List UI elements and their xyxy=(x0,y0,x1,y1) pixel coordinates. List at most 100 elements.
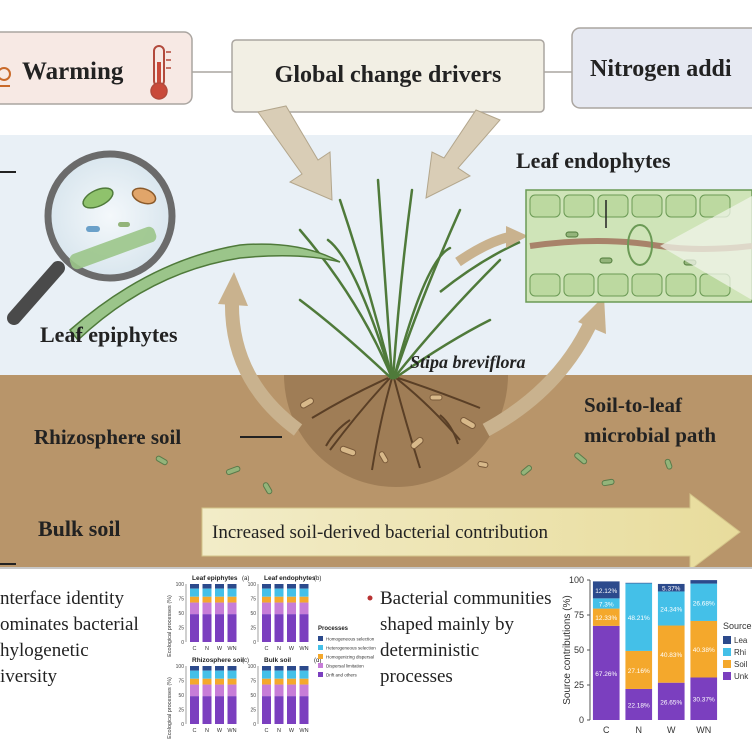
legend-label: Rhi xyxy=(734,648,746,657)
finding-middle-line2: shaped mainly by xyxy=(380,614,515,635)
panel-y-title: Ecological processes (%) xyxy=(167,677,173,739)
panel-x-tick: N xyxy=(205,646,209,652)
panel-bar-segment xyxy=(190,696,199,724)
legend-label: Soil xyxy=(734,660,748,669)
panel-title: Bulk soil xyxy=(264,657,291,664)
panel-bar-segment xyxy=(227,678,237,685)
x-tick-label: W xyxy=(667,725,676,735)
x-tick-label: WN xyxy=(696,725,711,735)
panel-bar-segment xyxy=(190,684,199,697)
panel-bar-segment xyxy=(287,596,296,603)
finding-middle-line1: Bacterial communities xyxy=(380,588,551,609)
panel-y-tick: 50 xyxy=(178,693,184,699)
bar-segment xyxy=(625,583,653,651)
panel-y-tick: 50 xyxy=(178,611,184,617)
panel-bar-segment xyxy=(190,584,199,589)
panel-bar-segment xyxy=(274,684,284,697)
panel-bar-segment xyxy=(262,584,271,589)
panel-bar-segment xyxy=(215,584,224,589)
global-drivers-label: Global change drivers xyxy=(275,62,502,88)
panel-bar-segment xyxy=(299,584,309,589)
panel-bar-segment xyxy=(190,588,199,597)
finding-left-line3: hylogenetic xyxy=(0,640,89,661)
panel-bar-segment xyxy=(202,666,212,671)
finding-left-line1: nterface identity xyxy=(0,588,124,609)
panel-bar-segment xyxy=(215,602,224,615)
bar-segment xyxy=(625,650,653,689)
panel-x-tick: WN xyxy=(299,646,308,652)
bar-segment xyxy=(690,583,718,621)
panel-bar-segment xyxy=(202,696,212,724)
panel-tag: (c) xyxy=(242,658,249,664)
panel-bar-segment xyxy=(262,696,271,724)
panel-bar-segment xyxy=(287,670,296,679)
panel-x-tick: C xyxy=(193,646,197,652)
panel-y-tick: 25 xyxy=(178,626,184,632)
global-drivers-box xyxy=(231,39,545,113)
finding-middle-line3: deterministic xyxy=(380,640,479,661)
bar-value-label: 40.38% xyxy=(693,647,715,654)
legend-swatch xyxy=(723,660,731,668)
legend-swatch xyxy=(723,636,731,644)
panel-bar-segment xyxy=(274,696,284,724)
panel-bar-segment xyxy=(190,614,199,642)
panel-bar-segment xyxy=(227,588,237,597)
panel-bar-segment xyxy=(190,670,199,679)
bulk-soil-label: Bulk soil xyxy=(38,516,121,541)
panel-tag: (b) xyxy=(314,576,321,582)
legend-swatch xyxy=(723,648,731,656)
panel-bar-segment xyxy=(262,588,271,597)
bar-segment xyxy=(657,591,685,626)
gradient-label: Increased soil-derived bacterial contrib… xyxy=(212,522,549,543)
bullet-icon xyxy=(367,595,373,601)
panel-bar-segment xyxy=(202,684,212,697)
bar-value-label: 7.3% xyxy=(599,601,614,608)
panel-y-tick: 0 xyxy=(181,640,184,646)
y-axis-title: Source contributions (%) xyxy=(562,595,573,705)
soil-bacteria xyxy=(300,394,489,468)
warming-label: Warming xyxy=(22,58,124,85)
panel-y-tick: 75 xyxy=(178,597,184,603)
panel-bar-segment xyxy=(299,602,309,615)
panel-bar-segment xyxy=(262,684,271,697)
panel-bar-segment xyxy=(202,584,212,589)
panel-y-tick: 0 xyxy=(181,722,184,728)
panel-bar-segment xyxy=(227,596,237,603)
panel-y-tick: 75 xyxy=(178,679,184,685)
bar-value-label: 30.37% xyxy=(693,697,715,704)
panel-x-tick: W xyxy=(217,646,223,652)
bar-segment xyxy=(690,620,718,678)
y-tick-label: 0 xyxy=(579,715,584,725)
panel-y-tick: 0 xyxy=(253,722,256,728)
panel-y-tick: 100 xyxy=(248,582,257,588)
panel-x-tick: C xyxy=(193,728,197,734)
panel-title: Leaf endophytes xyxy=(264,575,316,582)
bar-value-label: 24.34% xyxy=(660,606,682,613)
bar-value-label: 67.26% xyxy=(595,671,617,678)
panel-legend-swatch xyxy=(318,663,323,668)
panel-bar-segment xyxy=(299,588,309,597)
finding-left: nterface identity ominates bacterial hyl… xyxy=(0,588,139,687)
arrow-warming-to-plant xyxy=(257,105,333,201)
nitrogen-label: Nitrogen addi xyxy=(590,56,732,82)
panel-bar-segment xyxy=(190,666,199,671)
leaf-epiphytes-label: Leaf epiphytes xyxy=(40,322,178,347)
bar-value-label: 12.33% xyxy=(595,615,617,622)
panel-bar-segment xyxy=(227,696,237,724)
panel-legend-swatch xyxy=(318,636,323,641)
bar-segment xyxy=(657,625,685,683)
panel-x-tick: N xyxy=(205,728,209,734)
panel-y-tick: 75 xyxy=(250,597,256,603)
panel-y-tick: 25 xyxy=(178,708,184,714)
panel-bar-segment xyxy=(274,584,284,589)
panel-bar-segment xyxy=(274,670,284,679)
x-tick-label: N xyxy=(636,725,643,735)
bar-segment xyxy=(690,677,718,720)
bar-value-label: 27.16% xyxy=(628,668,650,675)
panel-bar-segment xyxy=(202,602,212,615)
bar-segment xyxy=(690,580,718,584)
bulk-soil-bacteria xyxy=(155,452,673,495)
bar-segment xyxy=(592,608,620,626)
bar-value-label: 5.37% xyxy=(662,586,681,593)
